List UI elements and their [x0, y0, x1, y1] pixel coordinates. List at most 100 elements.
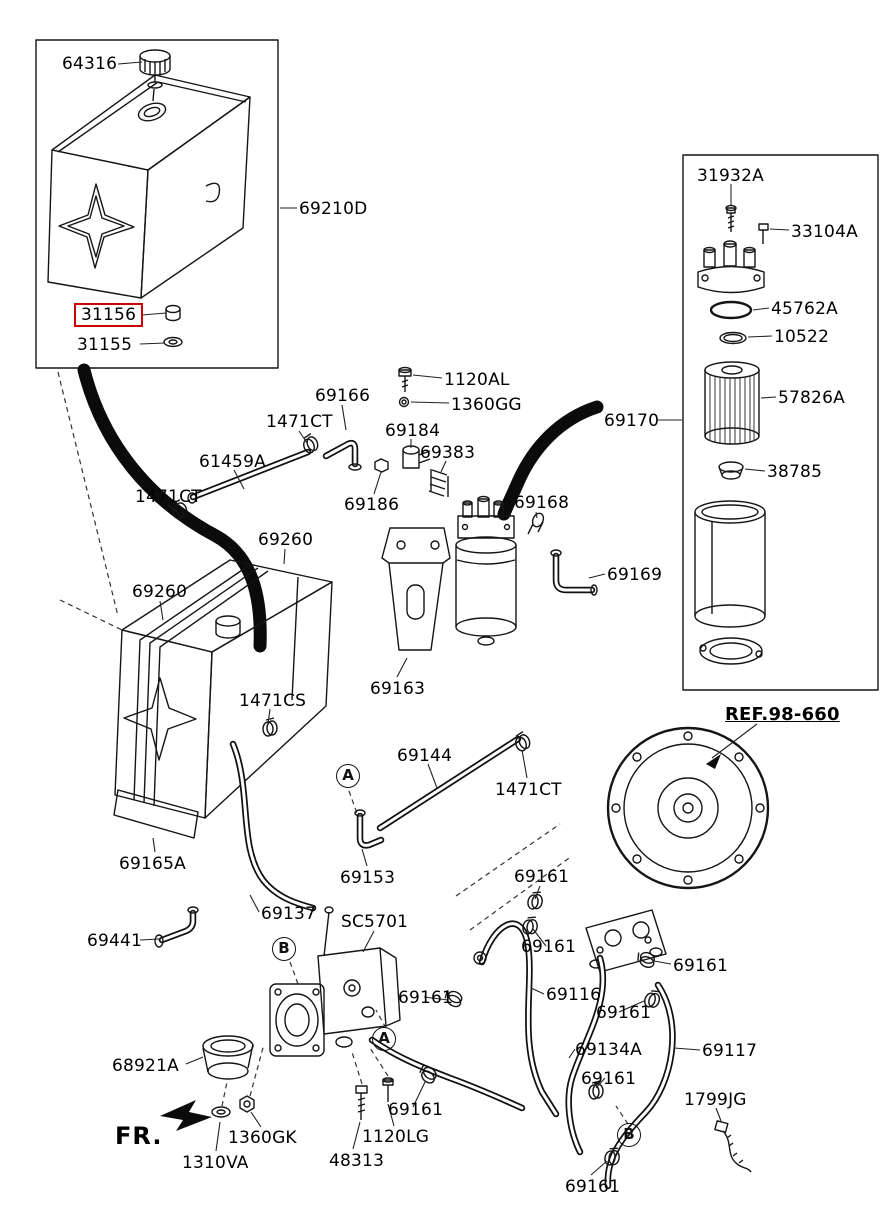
fr-direction-arrow	[160, 1100, 212, 1131]
part-label-69116-38: 69116	[546, 985, 602, 1005]
part-label-69166-13: 69166	[315, 386, 371, 406]
suction-pipe-61459a	[187, 448, 312, 504]
callout-b-1: B	[272, 937, 296, 961]
pipe-69144	[376, 735, 522, 832]
part-label-69161-36: 69161	[673, 956, 729, 976]
callout-a-2: A	[372, 1027, 396, 1051]
tank-69260	[114, 559, 333, 819]
washer-1360gg	[398, 396, 410, 408]
assembly-dashed-lines	[57, 371, 629, 1125]
part-label-69134a-41: 69134A	[575, 1040, 642, 1060]
part-label-31932a-4: 31932A	[697, 166, 764, 186]
part-label-31155-3: 31155	[77, 335, 133, 355]
elbow-69169	[550, 549, 598, 596]
bracket-69163	[381, 527, 451, 651]
hose-69134a	[565, 954, 607, 1156]
part-label-69161-43: 69161	[581, 1069, 637, 1089]
part-label-45762a-6: 45762A	[771, 299, 838, 319]
part-label-69186-19: 69186	[344, 495, 400, 515]
part-label-57826a-8: 57826A	[778, 388, 845, 408]
part-label-69117-42: 69117	[702, 1041, 758, 1061]
nut-1360gk	[239, 1095, 255, 1113]
hose-69117	[604, 981, 676, 1190]
part-label-69170-10: 69170	[604, 411, 660, 431]
washer-1310va	[211, 1106, 231, 1118]
filler-hose-thick	[77, 363, 267, 653]
part-label-69161-35: 69161	[521, 937, 577, 957]
bolt-48313	[355, 1085, 368, 1120]
bolt-33104a	[758, 223, 769, 244]
fuel-hose-thick-69170	[497, 400, 604, 521]
travel-motor-ref-98-660	[606, 726, 770, 890]
part-label-69163-25: 69163	[370, 679, 426, 699]
part-label-31156-2: 31156	[74, 303, 144, 327]
filter-bowl	[694, 500, 766, 628]
pad-69165a	[113, 789, 199, 839]
elbow-69153	[354, 809, 385, 849]
part-label-69137-32: 69137	[261, 904, 317, 924]
part-label-1471cs-24: 1471CS	[239, 691, 307, 711]
hose-69137	[229, 740, 317, 912]
ring-10522	[719, 331, 747, 345]
hand-pump-sc5701	[269, 906, 401, 1057]
spring-69383	[428, 469, 449, 497]
nut-69186	[374, 458, 389, 473]
part-label-69260-21: 69260	[258, 530, 314, 550]
callout-a-0: A	[336, 764, 360, 788]
part-label-1471ct-18: 1471CT	[135, 487, 202, 507]
part-label-1120lg-48: 1120LG	[362, 1127, 430, 1147]
part-label-69161-51: 69161	[565, 1177, 621, 1197]
part-label-68921a-40: 68921A	[112, 1056, 179, 1076]
part-label-69383-16: 69383	[420, 443, 476, 463]
part-label-ref98660-28: REF.98-660	[725, 704, 840, 725]
filler-cap-64316	[139, 49, 171, 102]
part-label-38785-9: 38785	[767, 462, 823, 482]
part-label-1310va-49: 1310VA	[182, 1153, 249, 1173]
part-label-69161-31: 69161	[514, 867, 570, 887]
part-label-69441-34: 69441	[87, 931, 143, 951]
drain-plug-31156	[165, 304, 181, 322]
filter-element-57826a	[704, 361, 760, 445]
part-label-1799jg-45: 1799JG	[684, 1090, 747, 1110]
bowl-gasket	[699, 637, 763, 665]
part-label-69161-44: 69161	[388, 1100, 444, 1120]
part-label-69165a-29: 69165A	[119, 854, 186, 874]
part-label-64316-0: 64316	[62, 54, 118, 74]
elbow-69166	[322, 439, 362, 471]
part-label-69161-37: 69161	[398, 988, 454, 1008]
ref-arrow	[706, 723, 758, 769]
part-label-10522-7: 10522	[774, 327, 830, 347]
bolt-1120lg	[382, 1077, 394, 1102]
seal-38785	[718, 461, 744, 480]
fitting-69168	[527, 512, 545, 535]
part-label-69168-20: 69168	[514, 493, 570, 513]
part-label-69169-22: 69169	[607, 565, 663, 585]
gear-pump-block	[585, 909, 667, 973]
leader-lines	[117, 61, 790, 1176]
part-label-69184-15: 69184	[385, 421, 441, 441]
part-label-1360gk-47: 1360GK	[228, 1128, 297, 1148]
part-label-48313-50: 48313	[329, 1151, 385, 1171]
callout-b-3: B	[617, 1123, 641, 1147]
hose-69116	[473, 920, 560, 1118]
elbow-69441	[154, 906, 199, 948]
part-label-sc5701-33: SC5701	[341, 912, 409, 932]
cable-tie-1799jg	[714, 1120, 752, 1173]
part-label-1120al-11: 1120AL	[444, 370, 510, 390]
part-label-33104a-5: 33104A	[791, 222, 858, 242]
filter-head	[697, 240, 765, 294]
part-label-69161-39: 69161	[596, 1003, 652, 1023]
part-label-69153-30: 69153	[340, 868, 396, 888]
part-label-fr-46: FR.	[115, 1122, 163, 1150]
fuel-filter-assembly	[455, 495, 517, 646]
top-left-parts-box	[35, 39, 279, 369]
strainer-68921a	[202, 1035, 254, 1080]
part-label-1360gg-12: 1360GG	[451, 395, 522, 415]
part-label-69260-23: 69260	[132, 582, 188, 602]
filter-assembly-box	[682, 154, 879, 691]
part-label-61459a-17: 61459A	[199, 452, 266, 472]
hose-pump-outlet	[368, 1036, 526, 1112]
part-label-69144-26: 69144	[397, 746, 453, 766]
